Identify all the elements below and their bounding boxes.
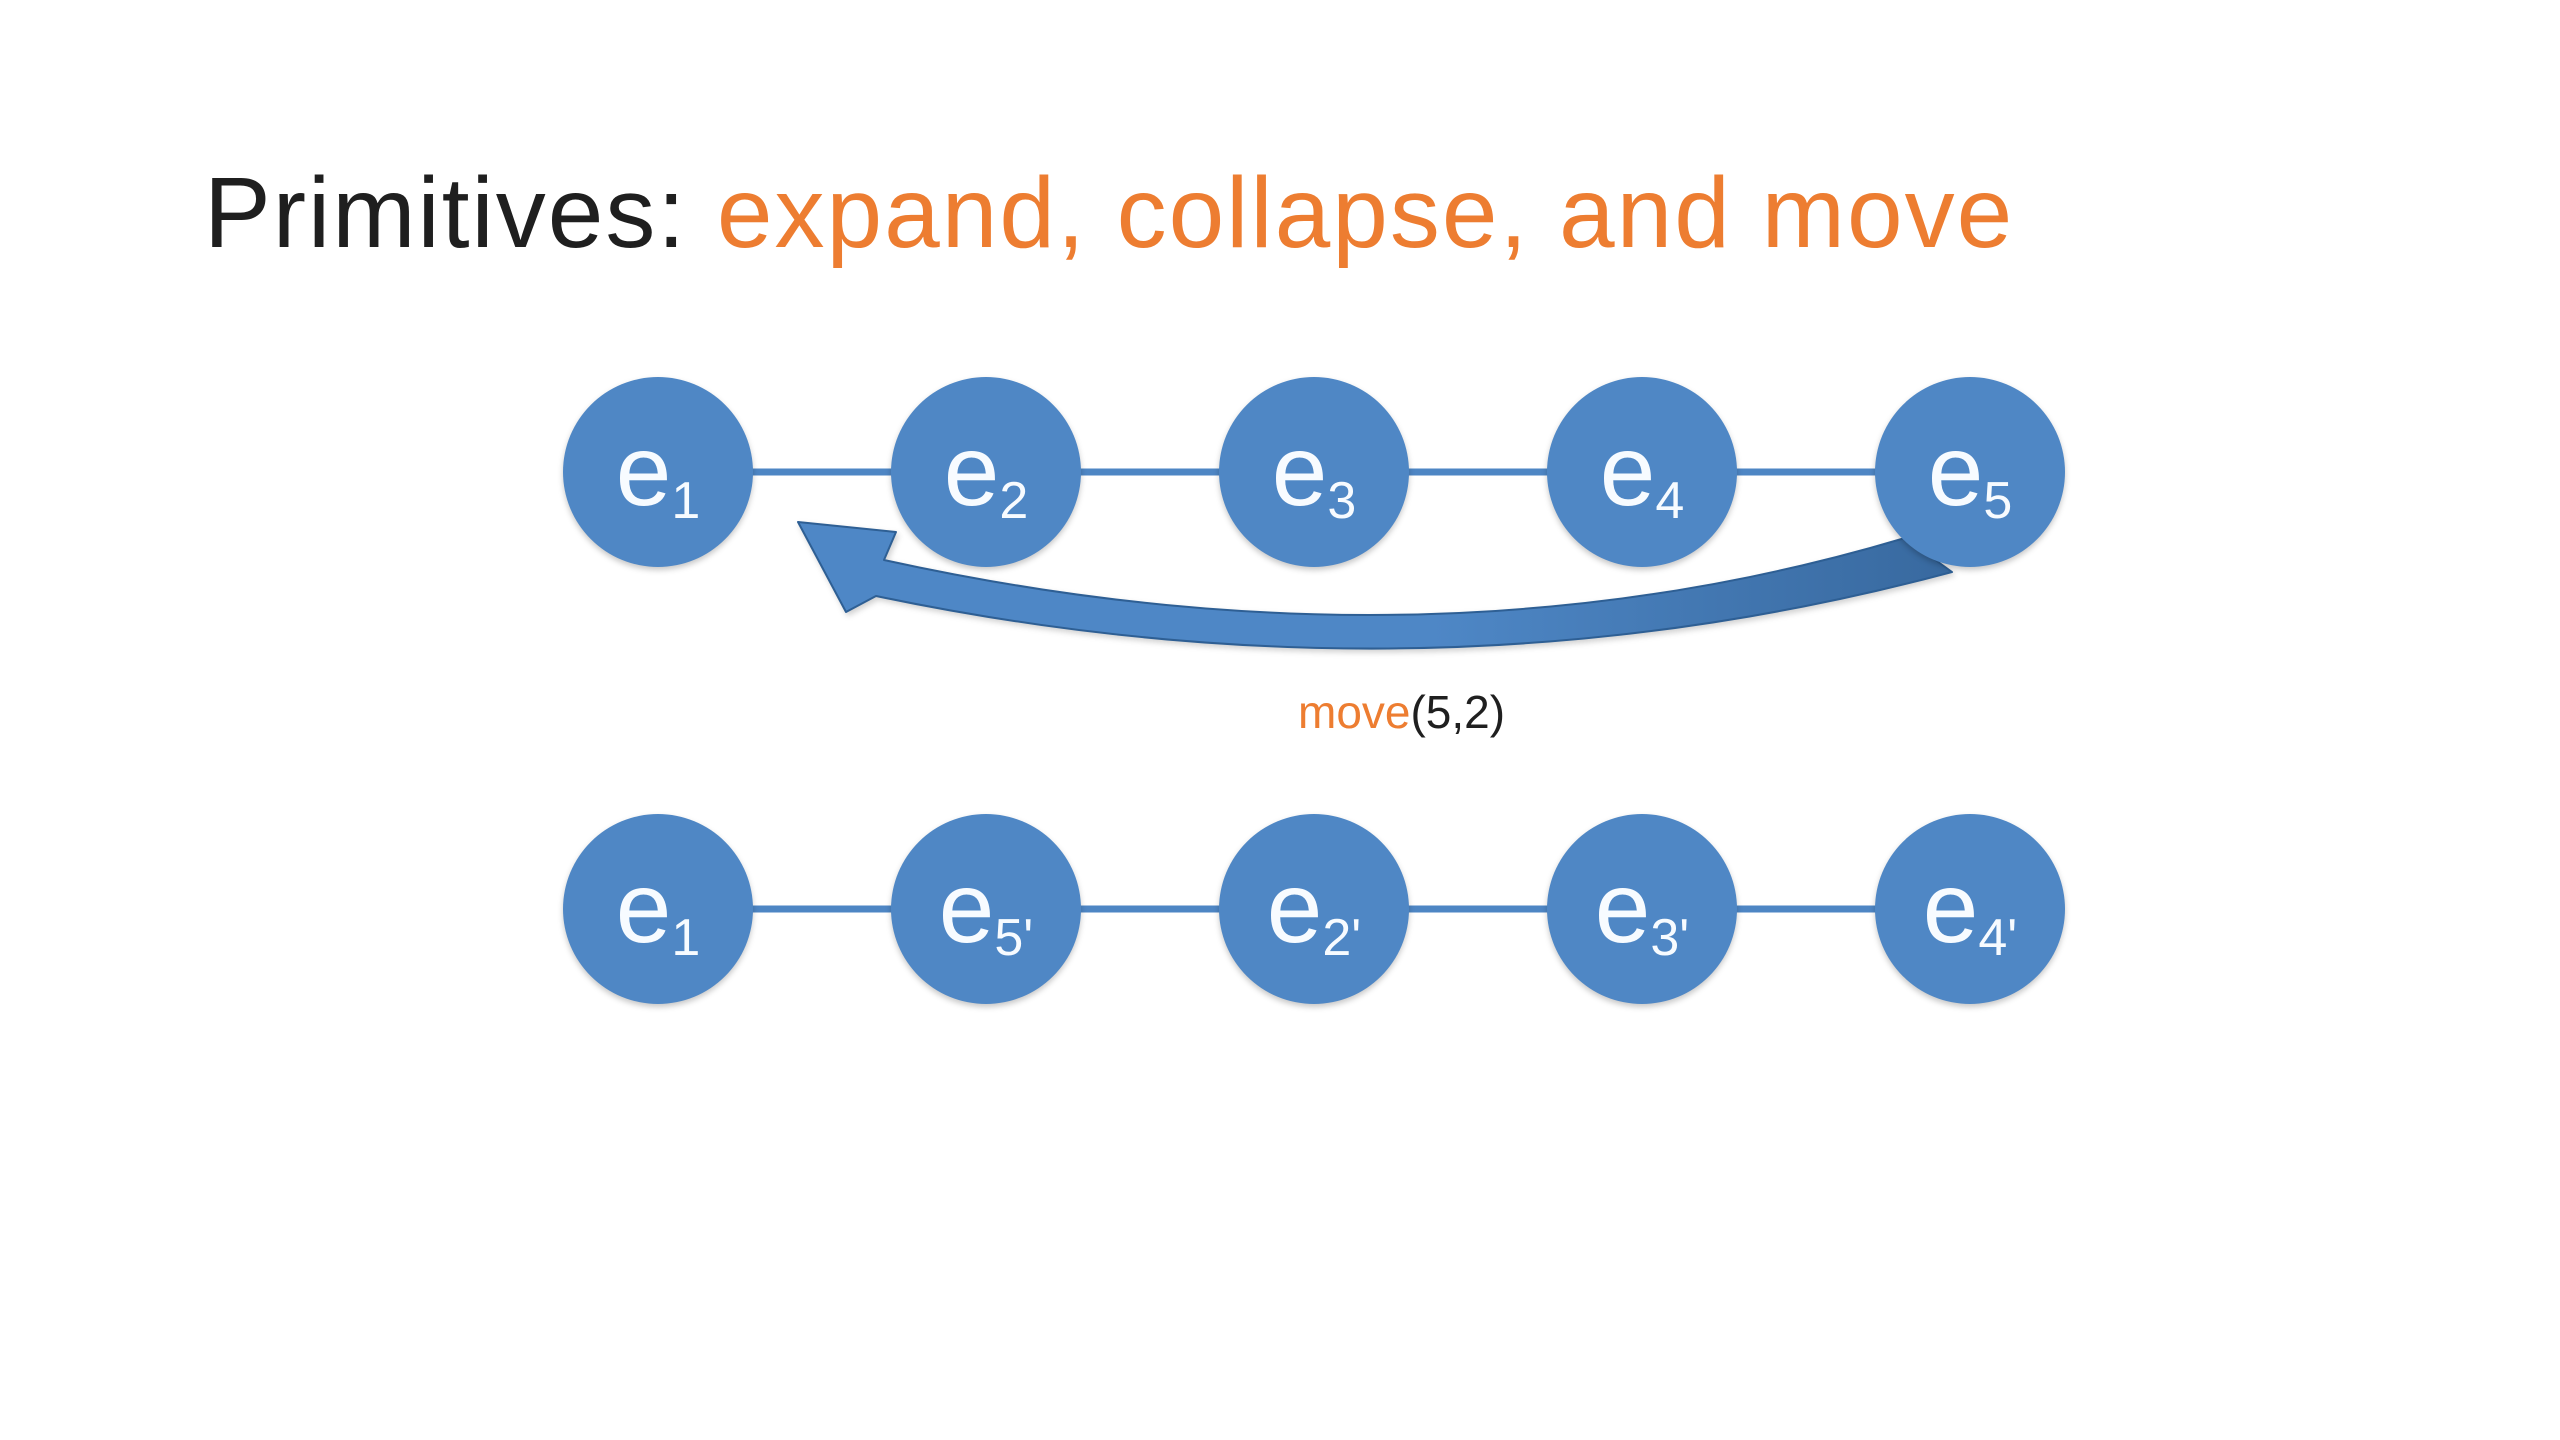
bottom-row-nodes [563, 814, 2065, 1004]
move-keyword: move [1298, 686, 1410, 738]
node-label-bottom-e1: e1 [616, 852, 701, 967]
node-label-bottom-e5p: e5' [939, 852, 1033, 967]
node-bottom-e2p [1219, 814, 1409, 1004]
move-arrow [797, 521, 1953, 650]
move-annotation: move(5,2) [1298, 686, 1505, 738]
slide-title: Primitives: expand, collapse, and move [204, 163, 2014, 263]
node-top-e5 [1875, 377, 2065, 567]
node-top-e3 [1219, 377, 1409, 567]
node-label-bottom-e4p: e4' [1923, 852, 2017, 967]
title-highlight: expand, collapse, and move [716, 157, 2015, 269]
move-arrow-shape [797, 521, 1953, 650]
node-label-top-e5: e5 [1928, 415, 2013, 530]
node-top-e1 [563, 377, 753, 567]
node-bottom-e1 [563, 814, 753, 1004]
node-bottom-e4p [1875, 814, 2065, 1004]
top-row-nodes [563, 377, 2065, 567]
node-top-e4 [1547, 377, 1737, 567]
node-label-top-e4: e4 [1600, 415, 1685, 530]
title-prefix: Primitives: [204, 157, 717, 269]
node-label-bottom-e3p: e3' [1595, 852, 1689, 967]
move-args: (5,2) [1410, 686, 1505, 738]
node-label-top-e3: e3 [1272, 415, 1357, 530]
top-row-labels: e1 e2 e3 e4 e5 [616, 415, 2013, 530]
node-bottom-e5p [891, 814, 1081, 1004]
node-label-top-e2: e2 [944, 415, 1029, 530]
node-bottom-e3p [1547, 814, 1737, 1004]
node-label-top-e1: e1 [616, 415, 701, 530]
node-top-e2 [891, 377, 1081, 567]
node-label-bottom-e2p: e2' [1267, 852, 1361, 967]
bottom-row-labels: e1 e5' e2' e3' e4' [616, 852, 2018, 967]
